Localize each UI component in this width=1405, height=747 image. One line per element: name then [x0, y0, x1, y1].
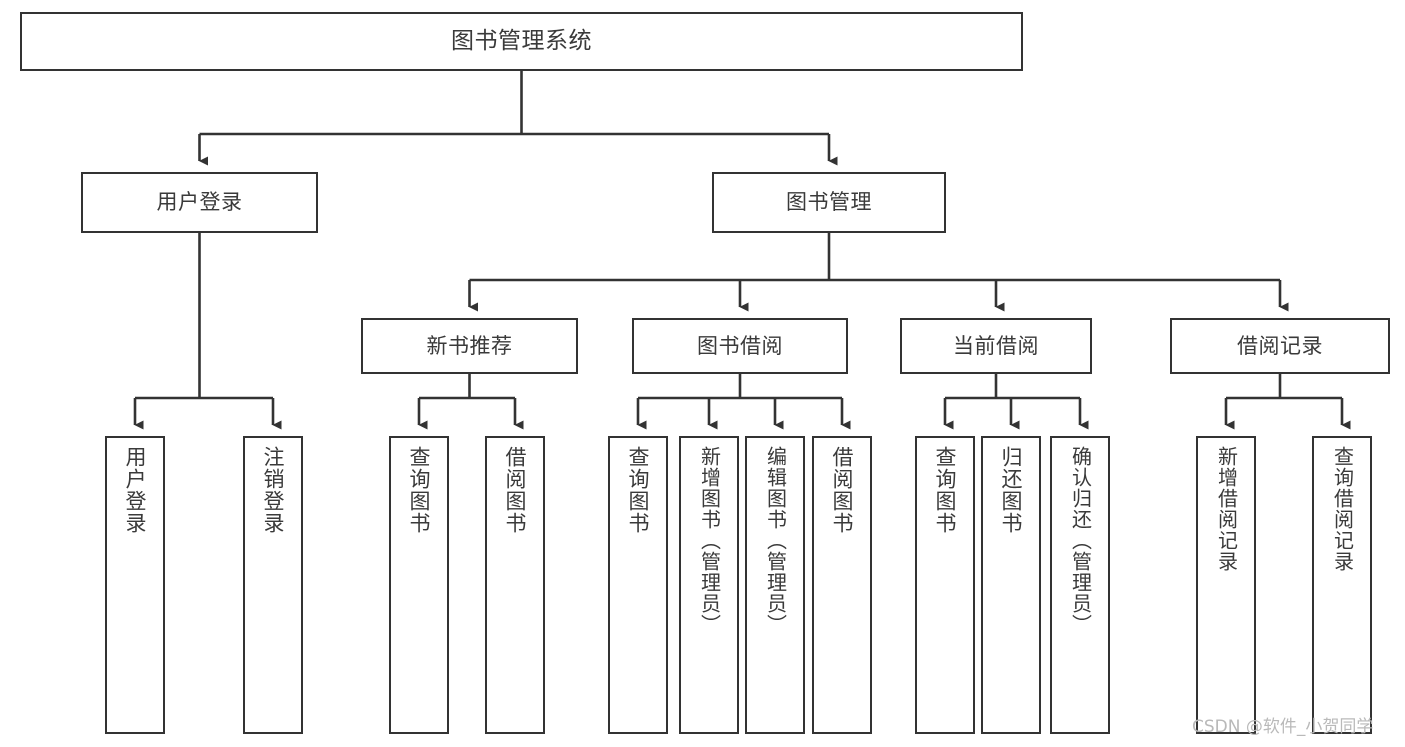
node-root-label: 图书管理系统 [451, 27, 592, 54]
node-leaf-confirm-return[interactable]: 确认归还（管理员） [1050, 436, 1110, 734]
node-leaf-borrow-book-2-label: 借阅图书 [830, 446, 855, 534]
node-leaf-query-book-3-label: 查询图书 [933, 446, 958, 534]
node-leaf-query-book-2[interactable]: 查询图书 [608, 436, 668, 734]
node-leaf-query-book-2-label: 查询图书 [626, 446, 651, 534]
node-leaf-borrow-book-1[interactable]: 借阅图书 [485, 436, 545, 734]
node-leaf-add-record[interactable]: 新增借阅记录 [1196, 436, 1256, 734]
node-leaf-query-book-1-label: 查询图书 [407, 446, 432, 534]
node-leaf-borrow-book-1-label: 借阅图书 [503, 446, 528, 534]
node-book-manage-label: 图书管理 [786, 190, 872, 215]
node-borrow-record-label: 借阅记录 [1237, 333, 1323, 358]
node-new-book-recommend-label: 新书推荐 [426, 333, 513, 358]
csdn-watermark: CSDN @软件_小贺同学 [1192, 717, 1374, 737]
node-new-book-recommend[interactable]: 新书推荐 [361, 318, 578, 374]
node-leaf-edit-book[interactable]: 编辑图书（管理员） [745, 436, 805, 734]
node-book-manage[interactable]: 图书管理 [712, 172, 946, 233]
node-leaf-return-book-label: 归还图书 [999, 446, 1024, 534]
node-leaf-add-book-label: 新增图书（管理员） [697, 446, 722, 635]
node-leaf-logout-label: 注销登录 [261, 446, 286, 534]
node-root[interactable]: 图书管理系统 [20, 12, 1023, 71]
node-leaf-add-book[interactable]: 新增图书（管理员） [679, 436, 739, 734]
node-leaf-query-book-1[interactable]: 查询图书 [389, 436, 449, 734]
node-borrow-record[interactable]: 借阅记录 [1170, 318, 1390, 374]
node-leaf-borrow-book-2[interactable]: 借阅图书 [812, 436, 872, 734]
node-leaf-query-record-label: 查询借阅记录 [1330, 446, 1355, 572]
node-leaf-logout[interactable]: 注销登录 [243, 436, 303, 734]
node-leaf-user-login-label: 用户登录 [123, 446, 148, 534]
node-current-borrow-label: 当前借阅 [953, 333, 1039, 358]
node-book-borrow-label: 图书借阅 [697, 333, 783, 358]
node-user-login[interactable]: 用户登录 [81, 172, 318, 233]
node-leaf-confirm-return-label: 确认归还（管理员） [1068, 446, 1093, 635]
node-book-borrow[interactable]: 图书借阅 [632, 318, 848, 374]
node-leaf-user-login[interactable]: 用户登录 [105, 436, 165, 734]
node-leaf-query-book-3[interactable]: 查询图书 [915, 436, 975, 734]
node-user-login-label: 用户登录 [156, 190, 243, 215]
node-leaf-add-record-label: 新增借阅记录 [1214, 446, 1239, 572]
node-leaf-query-record[interactable]: 查询借阅记录 [1312, 436, 1372, 734]
node-current-borrow[interactable]: 当前借阅 [900, 318, 1092, 374]
node-leaf-return-book[interactable]: 归还图书 [981, 436, 1041, 734]
node-leaf-edit-book-label: 编辑图书（管理员） [763, 446, 788, 635]
